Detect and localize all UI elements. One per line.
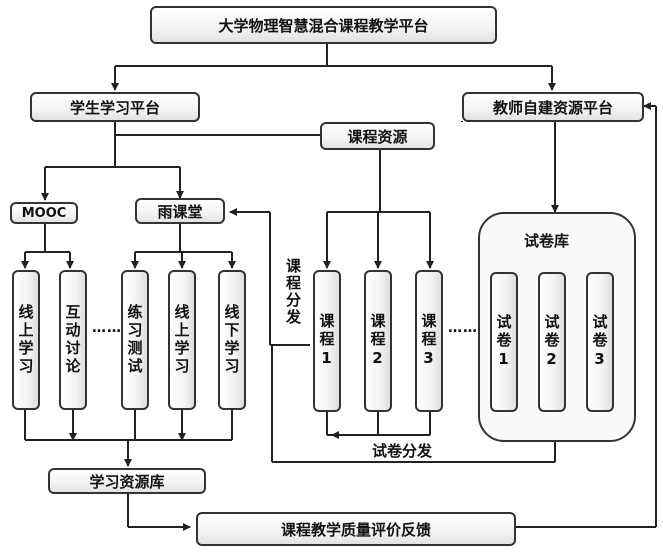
course-2: 课程2 — [364, 270, 392, 412]
mooc-box: MOOC — [10, 202, 78, 224]
course-1: 课程1 — [313, 270, 341, 412]
module-practice-test: 练习测试 — [121, 270, 149, 410]
course-distribution-label: 课程分发 — [284, 258, 302, 326]
student-platform-label: 学生学习平台 — [69, 98, 160, 117]
quality-feedback-box: 课程教学质量评价反馈 — [196, 512, 516, 546]
teacher-platform-label: 教师自建资源平台 — [492, 98, 613, 117]
platform-title-box: 大学物理智慧混合课程教学平台 — [150, 6, 497, 44]
course-resources-box: 课程资源 — [320, 122, 435, 150]
course-3: 课程3 — [415, 270, 443, 412]
teacher-platform-box: 教师自建资源平台 — [462, 92, 644, 122]
module-online-learning-2: 线上学习 — [168, 270, 196, 410]
quality-feedback-label: 课程教学质量评价反馈 — [280, 520, 431, 539]
course-resources-label: 课程资源 — [347, 127, 408, 146]
exam-paper-2: 试卷2 — [538, 272, 566, 412]
platform-title: 大学物理智慧混合课程教学平台 — [218, 16, 429, 35]
exam-library-label: 试卷库 — [524, 232, 570, 250]
rain-classroom-box: 雨课堂 — [135, 198, 225, 224]
mooc-label: MOOC — [21, 205, 67, 221]
exam-distribution-label: 试卷分发 — [372, 442, 433, 460]
exam-paper-1: 试卷1 — [490, 272, 518, 412]
learning-resource-library-label: 学习资源库 — [89, 472, 165, 491]
student-platform-box: 学生学习平台 — [30, 92, 200, 122]
modules-ellipsis: …… — [92, 320, 122, 336]
rain-classroom-label: 雨课堂 — [157, 202, 203, 221]
exam-paper-3: 试卷3 — [586, 272, 614, 412]
module-offline-learning: 线下学习 — [218, 270, 246, 410]
module-online-learning-1: 线上学习 — [12, 270, 40, 410]
courses-ellipsis: …… — [448, 320, 478, 336]
learning-resource-library-box: 学习资源库 — [48, 468, 206, 494]
module-interactive-discussion: 互动讨论 — [59, 270, 87, 410]
